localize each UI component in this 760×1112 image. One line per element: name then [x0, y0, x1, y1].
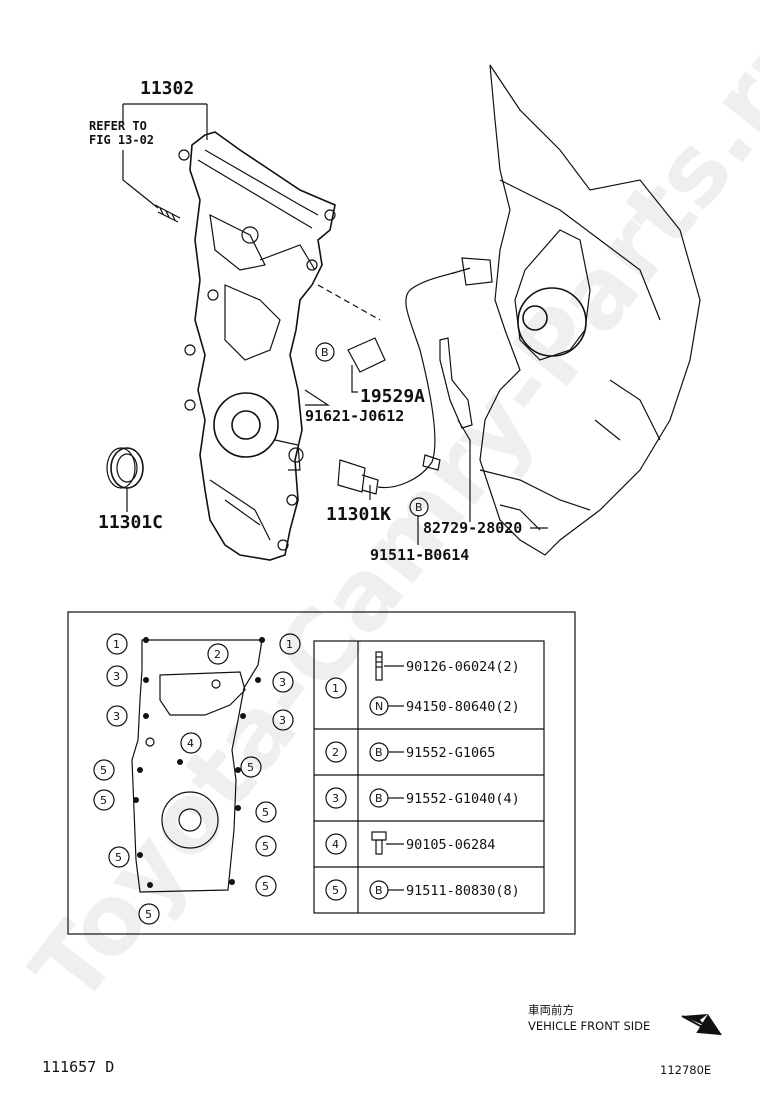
callout-label: 2	[214, 648, 221, 661]
legend-num-label: 3	[332, 792, 339, 805]
callout-label: 5	[145, 908, 152, 921]
sensor-drawing	[317, 257, 493, 495]
callout-label: 5	[100, 794, 107, 807]
legend-num-label: 2	[332, 746, 339, 759]
refer-label-line1: REFER TO	[89, 119, 147, 133]
bolt-layout-frame	[67, 611, 576, 935]
legend-symbol: N	[375, 700, 383, 713]
refer-label-line2: FIG 13-02	[89, 133, 154, 147]
direction-label-en: VEHICLE FRONT SIDE	[528, 1019, 650, 1033]
direction-label-jp: 車両前方	[528, 1003, 574, 1017]
bolt-legend-table: 1 90126-06024(2) N 94150-80640(2) 2 B 91…	[313, 640, 545, 914]
legend-num-4	[325, 833, 347, 855]
mark-b-label-2: B	[415, 501, 423, 514]
legend-num-3	[325, 787, 347, 809]
stud-bolt-icon	[375, 651, 383, 681]
legend-part-number: 94150-80640(2)	[406, 699, 520, 715]
callout-label: 4	[187, 737, 194, 750]
part-label-19529a: 19529A	[360, 386, 425, 407]
legend-symbol: B	[375, 792, 383, 805]
legend-symbol: B	[375, 884, 383, 897]
callout-label: 3	[279, 714, 286, 727]
legend-part-number: 90126-06024(2)	[406, 659, 520, 675]
legend-num-5	[325, 879, 347, 901]
legend-part-number: 91511-80830(8)	[406, 883, 520, 899]
callout-label: 5	[100, 764, 107, 777]
callout-label: 5	[115, 851, 122, 864]
footer-left-code: 111657 D	[42, 1058, 114, 1076]
mark-b-label: B	[321, 346, 329, 359]
part-label-82729: 82729-28020	[423, 519, 522, 537]
callout-label: 3	[113, 710, 120, 723]
part-label-91511: 91511-B0614	[370, 546, 469, 564]
callout-label: 3	[279, 676, 286, 689]
legend-num-label: 1	[332, 682, 339, 695]
legend-part-number: 91552-G1065	[406, 745, 495, 761]
direction-arrow-icon	[682, 1014, 708, 1026]
hex-bolt-icon	[371, 831, 387, 855]
layout-callouts: 1 2 1 3 3 3 3 4 5 5 5 5 5 5 5 5	[93, 633, 301, 925]
callout-label: 5	[247, 761, 254, 774]
legend-num-label: 4	[332, 838, 339, 851]
engine-block-drawing	[479, 64, 701, 556]
legend-part-number: 90105-06284	[406, 837, 495, 853]
callout-label: 5	[262, 840, 269, 853]
oil-seal-drawing	[106, 447, 144, 489]
legend-part-number: 91552-G1040(4)	[406, 791, 520, 807]
bolt-layout-cover	[131, 637, 265, 893]
legend-num-label: 5	[332, 884, 339, 897]
footer-right-code: 112780E	[660, 1063, 711, 1077]
callout-label: 1	[286, 638, 293, 651]
legend-num-2	[325, 741, 347, 763]
part-label-11302: 11302	[140, 78, 194, 99]
part-label-11301k: 11301K	[326, 504, 391, 525]
timing-cover-drawing	[154, 131, 336, 561]
legend-symbol: B	[375, 746, 383, 759]
arrow-head-icon	[681, 1014, 722, 1036]
callout-label: 5	[262, 806, 269, 819]
leader-lines	[122, 103, 548, 545]
legend-num-1	[325, 677, 347, 699]
mark-b-icon	[315, 342, 335, 362]
callout-label: 3	[113, 670, 120, 683]
mark-b-icon-2	[409, 497, 429, 517]
callout-label: 1	[113, 638, 120, 651]
part-label-11301c: 11301C	[98, 512, 163, 533]
callout-label: 5	[262, 880, 269, 893]
part-label-91621: 91621-J0612	[305, 407, 404, 425]
